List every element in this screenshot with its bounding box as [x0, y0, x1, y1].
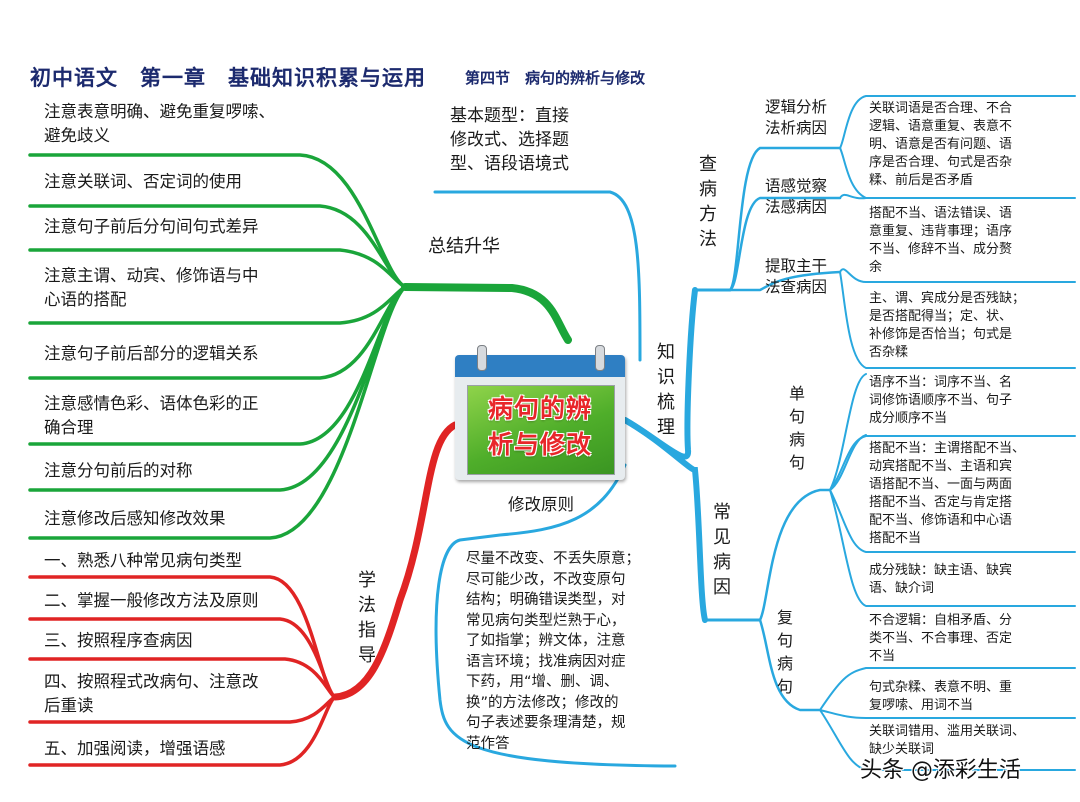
summary-item-8[interactable]: 注意修改后感知修改效果	[44, 509, 226, 528]
summary-item-2[interactable]: 注意关联词、否定词的使用	[44, 172, 242, 191]
single-note-order: 语序不当：词序不当、名词修饰语顺序不当、句子成分顺序不当	[869, 375, 1013, 426]
check-note-trunk: 主、谓、宾成分是否残缺；是否搭配得当；定、状、补修饰是否恰当；句式是否杂糅	[869, 291, 1026, 360]
center-title: 病句的辨 析与修改	[467, 391, 613, 463]
compound-sentence-label[interactable]: 复句病句	[776, 608, 793, 696]
knowledge-branch-label[interactable]: 知识梳理	[657, 342, 675, 438]
principle-label[interactable]: 修改原则	[508, 495, 574, 514]
summary-item-1[interactable]: 注意表意明确、避免重复啰嗦、避免歧义	[44, 102, 275, 145]
check-method-logic[interactable]: 逻辑分析法析病因	[765, 98, 828, 137]
calendar-ring-icon	[477, 345, 487, 371]
summary-item-3[interactable]: 注意句子前后分句间句式差异	[44, 217, 259, 236]
summary-item-7[interactable]: 注意分句前后的对称	[44, 461, 193, 480]
method-item-1[interactable]: 一、熟悉八种常见病句类型	[44, 551, 242, 570]
check-note-sense: 搭配不当、语法错误、语意重复、违背事理；语序不当、修辞不当、成分赘余	[869, 206, 1013, 275]
check-method-trunk[interactable]: 提取主干法查病因	[765, 257, 828, 296]
summary-item-6[interactable]: 注意感情色彩、语体色彩的正确合理	[44, 394, 259, 437]
summary-branch-lines	[28, 153, 572, 540]
single-sentence-label[interactable]: 单句病句	[788, 384, 805, 472]
principle-text: 尽量不改变、不丢失原意；尽可能少改，不改变原句结构；明确错误类型，对常见病句类型…	[466, 551, 640, 752]
single-note-collocation: 搭配不当：主谓搭配不当、动宾搭配不当、主语和宾语搭配不当、一面与两面搭配不当、否…	[869, 441, 1026, 546]
knowledge-branch-lines	[433, 95, 1076, 771]
calendar-ring-icon	[595, 345, 605, 371]
check-method-sense[interactable]: 语感觉察法感病因	[765, 177, 828, 216]
center-title-line2: 析与修改	[487, 430, 592, 459]
method-item-5[interactable]: 五、加强阅读，增强语感	[44, 739, 226, 758]
summary-branch-label[interactable]: 总结升华	[428, 236, 500, 257]
center-title-line1: 病句的辨	[487, 394, 592, 423]
compound-note-logic: 不合逻辑：自相矛盾、分类不当、不合事理、否定不当	[869, 613, 1013, 664]
calendar-header	[455, 355, 625, 377]
method-item-4[interactable]: 四、按照程式改病句、注意改后重读	[44, 672, 259, 715]
method-item-2[interactable]: 二、掌握一般修改方法及原则	[44, 591, 259, 610]
check-note-logic: 关联词语是否合理、不合逻辑、语意重复、表意不明、语意是否有问题、语序是否合理、句…	[869, 101, 1013, 188]
page-title: 初中语文 第一章 基础知识积累与运用	[30, 66, 426, 90]
watermark: 头条 @添彩生活	[860, 758, 1021, 783]
check-methods-label[interactable]: 查病方法	[699, 154, 717, 250]
compound-note-conjunction: 关联词错用、滥用关联词、缺少关联词	[869, 724, 1026, 757]
single-note-missing: 成分残缺：缺主语、缺宾语、缺介词	[869, 563, 1013, 596]
question-types[interactable]: 基本题型：直接修改式、选择题型、语段语境式	[450, 106, 569, 174]
method-branch-lines	[28, 421, 459, 767]
section-title: 第四节 病句的辨析与修改	[465, 69, 646, 87]
compound-note-structure: 句式杂糅、表意不明、重复啰嗦、用词不当	[869, 680, 1013, 713]
common-causes-label[interactable]: 常见病因	[713, 502, 731, 598]
method-item-3[interactable]: 三、按照程序查病因	[44, 631, 193, 650]
center-node[interactable]: 病句的辨 析与修改	[455, 345, 625, 480]
summary-item-5[interactable]: 注意句子前后部分的逻辑关系	[44, 344, 259, 363]
calendar-face	[467, 385, 615, 475]
method-branch-label[interactable]: 学法指导	[358, 570, 376, 666]
summary-item-4[interactable]: 注意主谓、动宾、修饰语与中心语的搭配	[44, 266, 259, 309]
